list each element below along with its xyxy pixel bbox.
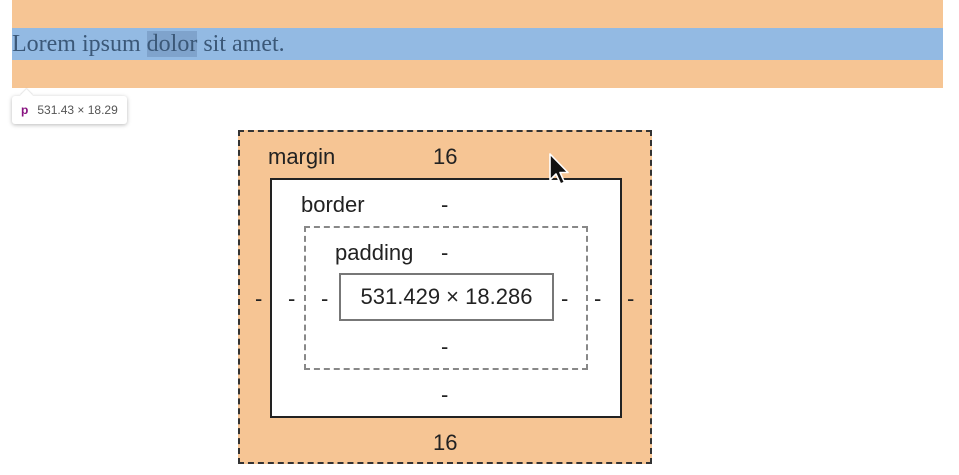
element-tooltip: p 531.43 × 18.29 (12, 96, 127, 124)
border-left-value[interactable]: - (288, 286, 296, 311)
paragraph-text-after: sit amet. (197, 31, 285, 57)
border-bottom-value[interactable]: - (441, 382, 449, 407)
inspected-paragraph[interactable]: Lorem ipsum dolor sit amet. (12, 28, 285, 60)
mouse-cursor-icon (549, 153, 569, 185)
border-right-value[interactable]: - (594, 286, 602, 311)
margin-label: margin (268, 144, 336, 169)
margin-top-value[interactable]: 16 (433, 144, 458, 169)
box-model-content[interactable]: 531.429 × 18.286 (339, 273, 554, 321)
tooltip-tag-name: p (21, 103, 29, 117)
margin-left-value[interactable]: - (255, 286, 263, 311)
border-label: border (301, 192, 365, 217)
margin-bottom-value[interactable]: 16 (433, 430, 458, 455)
paragraph-text-selected: dolor (146, 31, 198, 57)
padding-left-value[interactable]: - (321, 286, 329, 311)
tooltip-dimensions: 531.43 × 18.29 (37, 103, 118, 117)
margin-right-value[interactable]: - (627, 286, 635, 311)
content-size-value[interactable]: 531.429 × 18.286 (360, 284, 533, 309)
padding-right-value[interactable]: - (561, 286, 569, 311)
padding-bottom-value[interactable]: - (441, 334, 449, 359)
padding-label: padding (335, 240, 414, 265)
paragraph-text-before: Lorem ipsum (12, 31, 147, 57)
border-top-value[interactable]: - (441, 192, 449, 217)
padding-top-value[interactable]: - (441, 240, 449, 265)
